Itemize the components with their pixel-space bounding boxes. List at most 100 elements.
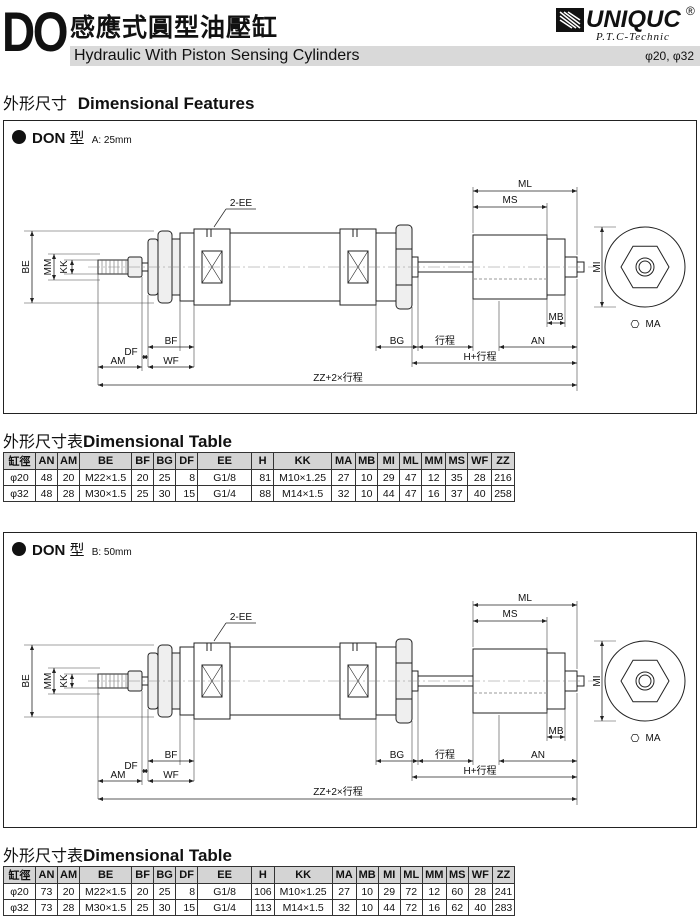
- features-title: 外形尺寸 Dimensional Features: [3, 90, 254, 114]
- table-cell: 62: [445, 899, 469, 916]
- dim-label-mi: MI: [592, 675, 603, 686]
- table-cell: 10: [355, 899, 379, 916]
- arrow-head: [560, 735, 565, 739]
- table-cell: 28: [467, 883, 493, 900]
- arrow-head: [52, 689, 56, 694]
- table-cell: 73: [35, 899, 58, 916]
- table-cell: 16: [421, 485, 447, 502]
- table-cell: 10: [355, 469, 379, 486]
- dim-label-am: AM: [111, 770, 126, 781]
- table-cell: φ32: [3, 485, 36, 502]
- table-cell: 28: [467, 469, 493, 486]
- table-cell: 15: [175, 899, 199, 916]
- col-header: BF: [131, 866, 155, 884]
- table-cell: 15: [175, 485, 199, 502]
- arrow-head: [560, 321, 565, 325]
- arrow-head: [473, 189, 478, 193]
- leader-line: [213, 208, 227, 228]
- table-cell: 113: [251, 899, 275, 916]
- col-header: BF: [131, 452, 155, 470]
- arrow-head: [143, 769, 148, 773]
- col-header: ML: [399, 866, 423, 884]
- table-cell: G1/4: [197, 485, 253, 502]
- col-header: 缸徑: [3, 452, 36, 470]
- dim-label-h: H+行程: [463, 350, 496, 363]
- dim-label-mm: MM: [43, 673, 54, 690]
- col-header: MA: [331, 866, 357, 884]
- dim-label-stroke: 行程: [435, 334, 455, 347]
- bullet-icon: [12, 542, 26, 556]
- stroke-note: B: 50mm: [91, 547, 132, 558]
- dim-label-bf: BF: [165, 336, 178, 347]
- hex-symbol-icon: [630, 320, 640, 328]
- dim-label-mm: MM: [43, 259, 54, 276]
- col-header: DF: [175, 452, 199, 470]
- arrow-head: [473, 619, 478, 623]
- col-header: H: [251, 452, 275, 470]
- model-label: DON 型 A: 25mm: [12, 127, 132, 148]
- dim-label-mb: MB: [549, 312, 564, 323]
- arrow-head: [189, 759, 194, 763]
- table-cell: 30: [153, 485, 177, 502]
- rod-thread: [638, 674, 652, 688]
- table-title-en: Dimensional Table: [83, 846, 232, 865]
- dim-label-ma: MA: [646, 319, 661, 330]
- dim-label-ml: ML: [518, 593, 532, 604]
- header-bar: [70, 46, 700, 66]
- table-title-a: 外形尺寸表Dimensional Table: [3, 428, 232, 452]
- table-cell: 216: [491, 469, 515, 486]
- arrow-head: [542, 205, 547, 209]
- arrow-head: [600, 227, 604, 232]
- arrow-head: [473, 205, 478, 209]
- table-cell: G1/8: [197, 883, 253, 900]
- arrow-head: [547, 321, 552, 325]
- table-cell: 72: [399, 899, 423, 916]
- table-cell: 27: [331, 469, 357, 486]
- stroke-note: A: 25mm: [91, 135, 132, 146]
- table-cell: 60: [445, 883, 469, 900]
- table-cell: M22×1.5: [79, 469, 133, 486]
- arrow-head: [499, 345, 504, 349]
- brand-registered: ®: [686, 4, 695, 18]
- table-cell: M30×1.5: [79, 899, 133, 916]
- table-cell: 20: [56, 883, 81, 900]
- arrow-head: [52, 254, 56, 259]
- arrow-head: [98, 779, 103, 783]
- brand-name: UNIQUC: [586, 6, 681, 33]
- series-code: DO: [2, 0, 68, 63]
- features-title-zh: 外形尺寸: [3, 94, 68, 113]
- table-cell: φ32: [3, 899, 36, 916]
- dim-label-zz: ZZ+2×行程: [313, 371, 362, 384]
- col-header: AN: [35, 452, 58, 470]
- table-cell: 12: [421, 883, 447, 900]
- table-cell: 44: [377, 899, 401, 916]
- table-cell: 29: [377, 469, 401, 486]
- table-cell: 10: [355, 883, 379, 900]
- arrow-head: [600, 302, 604, 307]
- col-header: MM: [421, 866, 447, 884]
- dim-label-bg: BG: [390, 336, 405, 347]
- arrow-head: [148, 759, 153, 763]
- col-header: DF: [175, 866, 199, 884]
- arrow-head: [572, 775, 577, 779]
- title-english: Hydraulic With Piston Sensing Cylinders: [74, 47, 360, 64]
- dim-label-stroke: 行程: [435, 748, 455, 761]
- arrow-head: [412, 775, 417, 779]
- col-header: AM: [56, 452, 81, 470]
- bore-sizes: φ20, φ32: [645, 49, 694, 63]
- table-cell: 32: [331, 899, 357, 916]
- table-cell: 81: [251, 469, 275, 486]
- arrow-head: [572, 797, 577, 801]
- brand-mark-icon: [556, 8, 584, 32]
- arrow-head: [413, 759, 418, 763]
- model-label: DON 型 B: 50mm: [12, 539, 132, 560]
- table-cell: G1/4: [197, 899, 253, 916]
- arrow-head: [189, 365, 194, 369]
- table-cell: 25: [131, 485, 155, 502]
